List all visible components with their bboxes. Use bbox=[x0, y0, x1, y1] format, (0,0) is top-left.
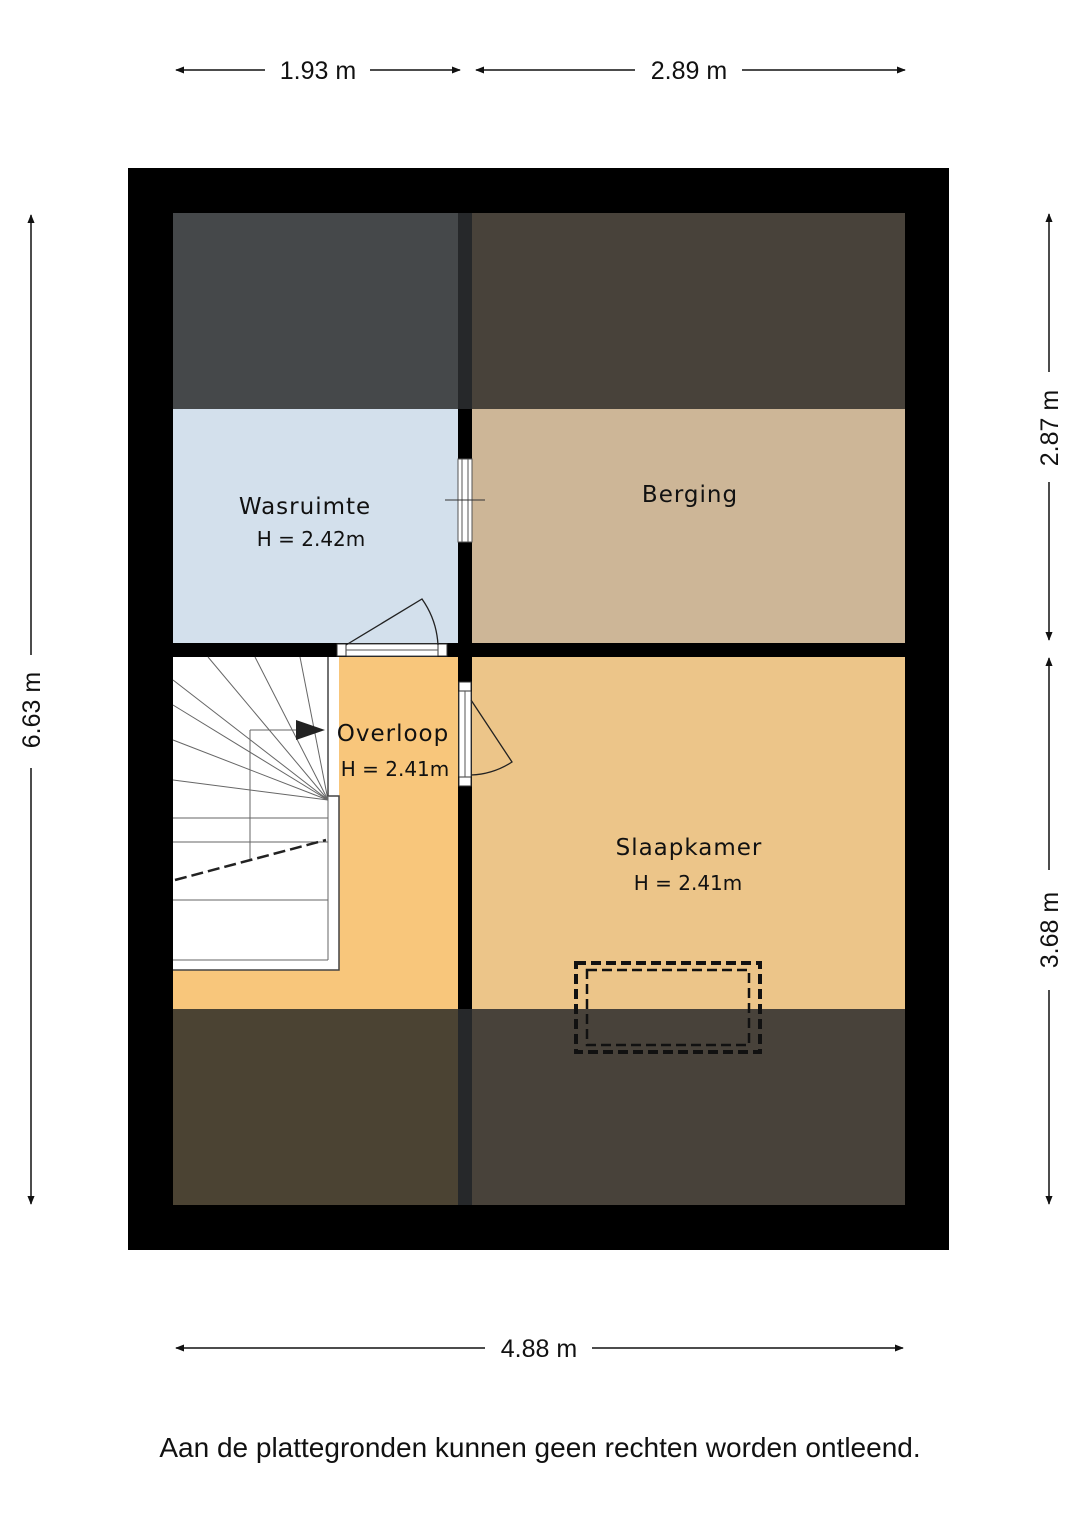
room-height-overloop: H = 2.41m bbox=[341, 757, 450, 781]
wasruimte-floor bbox=[173, 409, 458, 643]
low-ceiling-overloop bbox=[173, 1009, 458, 1205]
dimension-label-top-left: 1.93 m bbox=[280, 57, 356, 85]
disclaimer-text: Aan de plattegronden kunnen geen rechten… bbox=[159, 1432, 921, 1463]
dimension-label-right-bottom: 3.68 m bbox=[1036, 892, 1064, 968]
room-name-berging: Berging bbox=[642, 482, 738, 508]
roof-window bbox=[574, 961, 762, 1054]
room-name-slaapkamer: Slaapkamer bbox=[616, 835, 763, 861]
slaapkamer-floor bbox=[472, 657, 905, 1009]
stair-direction-arrow bbox=[296, 720, 325, 740]
stair-handrail bbox=[173, 657, 340, 971]
dimension-label-bottom: 4.88 m bbox=[501, 1335, 577, 1363]
wall-horizontal bbox=[173, 643, 905, 657]
wall-vertical-lower-dark bbox=[458, 1009, 472, 1205]
room-name-overloop: Overloop bbox=[337, 721, 449, 747]
room-name-wasruimte: Wasruimte bbox=[239, 494, 371, 520]
berging-floor bbox=[472, 409, 905, 643]
stair-area bbox=[173, 657, 339, 970]
dimension-label-left: 6.63 m bbox=[18, 672, 46, 748]
door-swing-slaapkamer bbox=[470, 699, 513, 776]
staircase bbox=[172, 656, 329, 901]
low-ceiling-slaapkamer bbox=[472, 1009, 905, 1205]
room-height-wasruimte: H = 2.42m bbox=[257, 527, 366, 551]
dimension-label-right-top: 2.87 m bbox=[1036, 390, 1064, 466]
low-ceiling-wasruimte bbox=[173, 213, 458, 409]
door-swing-wasruimte bbox=[345, 598, 439, 646]
wall-vertical-upper-dark bbox=[458, 213, 472, 409]
dimension-label-top-right: 2.89 m bbox=[651, 57, 727, 85]
room-height-slaapkamer: H = 2.41m bbox=[634, 871, 743, 895]
low-ceiling-berging bbox=[472, 213, 905, 409]
